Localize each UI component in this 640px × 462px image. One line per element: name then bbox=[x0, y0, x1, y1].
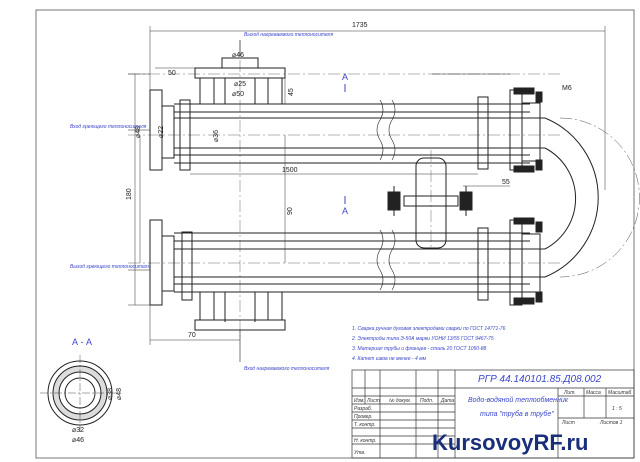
sheet-frame bbox=[35, 9, 635, 459]
top-nozzle bbox=[194, 57, 286, 105]
label-bottom-nozzle: Вход нагреваемого теплоносителя bbox=[244, 366, 330, 372]
title-col-izm: Изм. bbox=[354, 398, 365, 404]
dim-d48: ⌀48 bbox=[135, 126, 142, 138]
label-top-nozzle: Выход нагреваемого теплоносителя bbox=[244, 32, 333, 38]
note-2: 2. Электроды типа Э-50А марки УОНИ 13/55… bbox=[351, 336, 494, 342]
title-scale-value: 1 : 5 bbox=[612, 406, 622, 412]
note-3: 3. Материал трубы и фланцев - сталь 20 Г… bbox=[352, 346, 487, 352]
note-4: 4. Катет швов не менее - 4 мм bbox=[352, 356, 427, 362]
section-dim-d46: ⌀46 bbox=[72, 437, 84, 444]
title-lit: Лит. bbox=[563, 390, 576, 396]
upper-tube bbox=[149, 89, 545, 171]
title-row-razrab: Разраб. bbox=[354, 406, 372, 412]
flange-bolts bbox=[513, 87, 543, 305]
dim-45: 45 bbox=[288, 88, 295, 96]
u-bend bbox=[544, 117, 640, 278]
note-1: 1. Сварка ручная дуговая электродами сва… bbox=[352, 326, 506, 332]
title-name-line2: типа "труба в трубе" bbox=[480, 410, 554, 418]
title-sheet: Лист bbox=[561, 420, 575, 426]
title-row-nkontr: Н. контр. bbox=[354, 438, 377, 444]
title-row-prover: Провер. bbox=[354, 414, 373, 420]
dimension-lines bbox=[128, 67, 510, 345]
centerlines bbox=[128, 40, 560, 340]
flow-arrows bbox=[128, 40, 510, 362]
section-view-label: А - А bbox=[72, 337, 92, 347]
connecting-pipe bbox=[387, 157, 473, 249]
title-mass: Масса bbox=[586, 390, 601, 396]
dim-d50-nozzle: ⌀50 bbox=[232, 91, 244, 98]
dim-50-top: 50 bbox=[168, 70, 176, 77]
overall-dimension bbox=[149, 26, 606, 190]
dim-d36: ⌀36 bbox=[213, 130, 220, 142]
dim-overall-length: 1735 bbox=[352, 22, 368, 29]
dim-180: 180 bbox=[126, 188, 133, 200]
dim-d22: ⌀22 bbox=[158, 126, 165, 138]
section-view bbox=[40, 355, 120, 432]
dim-m6: М6 bbox=[562, 85, 572, 92]
dim-90: 90 bbox=[287, 207, 294, 215]
break-lines bbox=[376, 99, 396, 291]
title-col-sign: Подп. bbox=[420, 398, 433, 404]
section-dim-d38: ⌀38 bbox=[107, 388, 114, 400]
dim-d25: ⌀25 bbox=[234, 81, 246, 88]
title-doc-number: РГР 44.140101.85.Д08.002 bbox=[478, 374, 602, 385]
title-name-line1: Водо-водяной теплообменник bbox=[468, 396, 569, 404]
title-col-list: Лист bbox=[366, 398, 380, 404]
label-left-upper: Вход греющего теплоносителя bbox=[70, 124, 147, 130]
section-dim-d32: ⌀32 bbox=[72, 427, 84, 434]
section-mark-bottom: А bbox=[342, 206, 348, 216]
dim-55: 55 bbox=[502, 179, 510, 186]
title-block bbox=[351, 369, 635, 459]
watermark: KursovoyRF.ru bbox=[432, 430, 588, 455]
title-row-utv: Утв. bbox=[354, 450, 365, 456]
label-left-lower: Выход греющего теплоносителя bbox=[70, 264, 151, 270]
title-col-date: Дата bbox=[440, 398, 454, 404]
dim-d46: ⌀46 bbox=[232, 52, 244, 59]
dim-1500: 1500 bbox=[282, 167, 298, 174]
title-sheets: Листов 1 bbox=[599, 420, 623, 426]
section-dim-d48: ⌀48 bbox=[116, 388, 123, 400]
title-row-tkontr: Т. контр. bbox=[354, 422, 376, 428]
title-scale: Масштаб bbox=[608, 390, 632, 396]
section-mark-top: А bbox=[342, 72, 348, 82]
title-col-doc: № докум. bbox=[389, 398, 411, 404]
dim-70: 70 bbox=[188, 332, 196, 339]
